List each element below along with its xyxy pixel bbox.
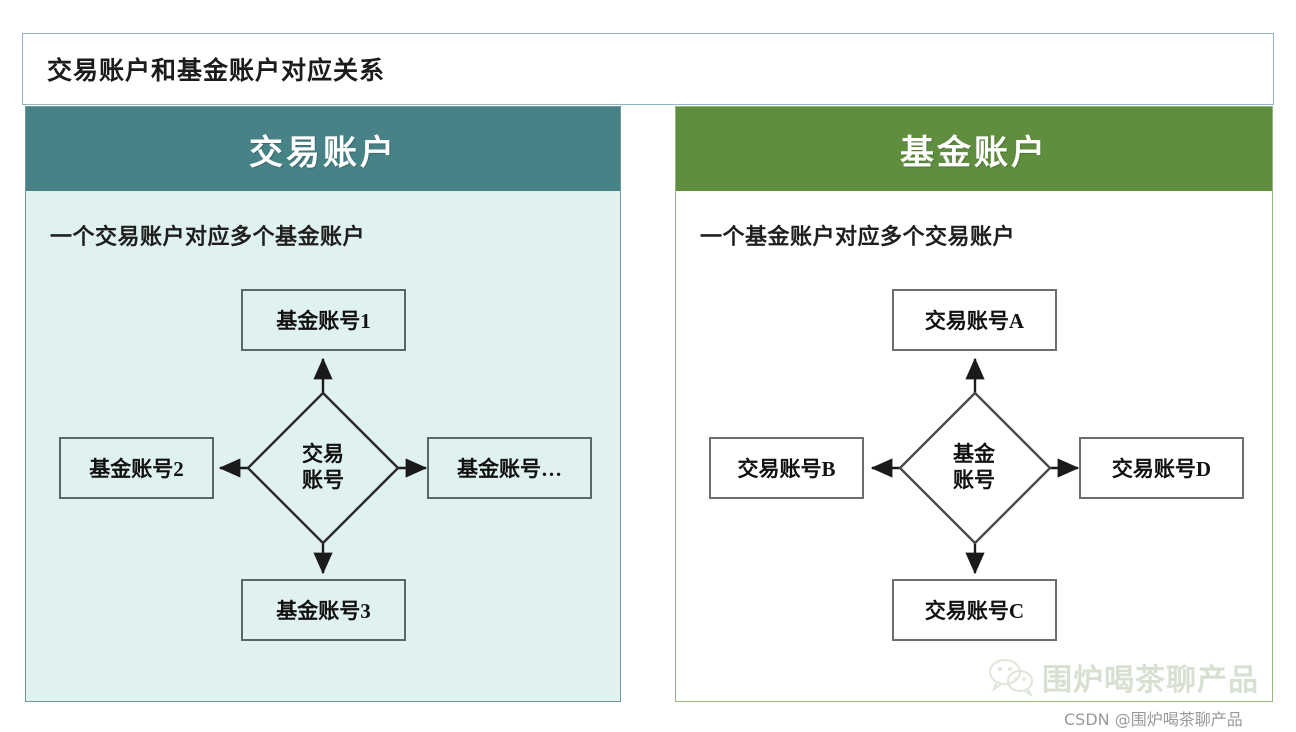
panel-left-connectors — [218, 357, 428, 575]
node-fund-account-more-label: 基金账号… — [457, 457, 562, 481]
node-trade-account-a-label: 交易账号A — [924, 309, 1025, 333]
node-trade-account-b[interactable]: 交易账号B — [709, 437, 864, 499]
csdn-credit: CSDN @围炉喝茶聊产品 — [1064, 710, 1243, 729]
node-fund-account-3-label: 基金账号3 — [276, 599, 371, 623]
panel-left-subtitle: 一个交易账户对应多个基金账户 — [50, 224, 366, 249]
panel-right-header: 基金账户 — [676, 107, 1272, 191]
node-fund-account-more[interactable]: 基金账号… — [427, 437, 592, 499]
node-trade-account-c-label: 交易账号C — [924, 599, 1025, 623]
node-trade-account-center[interactable]: 交易 账号 — [248, 393, 398, 543]
panel-right-subtitle: 一个基金账户对应多个交易账户 — [700, 224, 1016, 249]
node-fund-account-2[interactable]: 基金账号2 — [59, 437, 214, 499]
panel-left-header: 交易账户 — [26, 107, 620, 191]
node-trade-account-c[interactable]: 交易账号C — [892, 579, 1057, 641]
page-title: 交易账户和基金账户对应关系 — [47, 58, 386, 85]
node-trade-account-center-line2: 账号 — [302, 468, 344, 492]
watermark: 围炉喝茶聊产品 — [988, 655, 1259, 699]
title-bar: 交易账户和基金账户对应关系 — [22, 33, 1274, 105]
node-fund-account-1-label: 基金账号1 — [276, 309, 371, 333]
node-trade-account-d-label: 交易账号D — [1111, 457, 1212, 481]
panel-right-header-label: 基金账户 — [900, 134, 1048, 172]
node-trade-account-d[interactable]: 交易账号D — [1079, 437, 1244, 499]
node-fund-account-center-line2: 账号 — [953, 468, 995, 492]
node-trade-account-b-label: 交易账号B — [737, 457, 836, 481]
panel-fund-account: 基金账户 一个基金账户对应多个交易账户 交易账号A 交易账号B — [675, 106, 1273, 702]
panel-right-connectors — [870, 357, 1080, 575]
node-fund-account-1[interactable]: 基金账号1 — [241, 289, 406, 351]
node-fund-account-center-line1: 基金 — [953, 442, 995, 467]
node-trade-account-center-line1: 交易 — [302, 442, 344, 467]
panel-left-diagram: 基金账号1 基金账号2 基金账号… 基金账号3 交易 账号 — [26, 267, 620, 703]
watermark-text: 围炉喝茶聊产品 — [1042, 663, 1259, 698]
node-fund-account-center[interactable]: 基金 账号 — [899, 393, 1049, 543]
node-fund-account-3[interactable]: 基金账号3 — [241, 579, 406, 641]
wechat-icon — [989, 659, 1034, 697]
node-trade-account-a[interactable]: 交易账号A — [892, 289, 1057, 351]
panel-left-header-label: 交易账户 — [249, 134, 397, 172]
panel-right-diagram: 交易账号A 交易账号B 交易账号D 交易账号C 基金 账号 — [676, 267, 1272, 703]
node-fund-account-2-label: 基金账号2 — [89, 457, 184, 481]
panel-trade-account: 交易账户 一个交易账户对应多个基金账户 — [25, 106, 621, 702]
